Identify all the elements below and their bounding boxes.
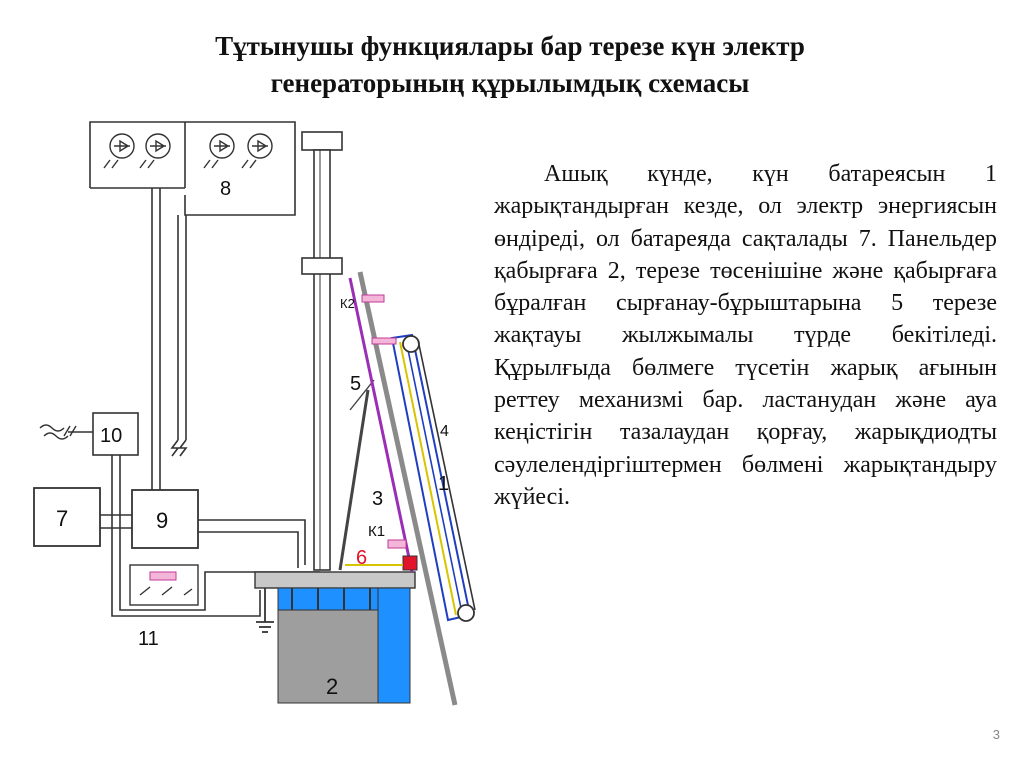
rod-3	[348, 277, 414, 573]
battery-7	[33, 487, 101, 547]
led-enclosure-8	[89, 121, 296, 216]
label-9: 9	[156, 508, 168, 533]
label-1: 1	[438, 473, 449, 495]
label-k1: К1	[368, 523, 385, 540]
support-rod-5	[338, 389, 370, 571]
wall-2-blue-right	[377, 587, 411, 704]
title-line-2: генераторының құрылымдық схемасы	[270, 68, 750, 98]
ac-symbol	[39, 424, 77, 440]
label-8: 8	[220, 178, 231, 200]
title-line-1: Тұтынушы функциялары бар терезе күн элек…	[215, 31, 805, 61]
led-array	[103, 133, 273, 169]
ground-icon	[256, 588, 274, 633]
slide-title: Тұтынушы функциялары бар терезе күн элек…	[110, 28, 910, 102]
controller-9	[131, 489, 199, 549]
page-number: 3	[992, 727, 1000, 742]
wiring	[100, 188, 320, 617]
label-7: 7	[56, 506, 68, 531]
window-post	[301, 131, 343, 571]
sensor-k1	[387, 539, 407, 549]
label-3: 3	[372, 488, 383, 510]
relay-11	[129, 564, 199, 606]
label-4: 4	[440, 423, 449, 440]
actuator-6	[402, 555, 418, 571]
label-k2: К2	[340, 296, 355, 311]
block-10	[92, 412, 139, 456]
window-sill	[254, 571, 416, 589]
label-2: 2	[326, 674, 338, 699]
label-5: 5	[350, 373, 361, 395]
sensor-k2	[361, 294, 385, 303]
label-6: 6	[356, 547, 367, 569]
solar-panel-1	[390, 333, 476, 622]
generator-schematic: 8 10 7 9 11	[33, 121, 476, 706]
label-10: 10	[100, 425, 122, 447]
wall-2	[277, 609, 379, 704]
description-paragraph: Ашық күнде, күн батареясын 1 жарықтандыр…	[494, 161, 997, 510]
label-11: 11	[138, 628, 159, 650]
